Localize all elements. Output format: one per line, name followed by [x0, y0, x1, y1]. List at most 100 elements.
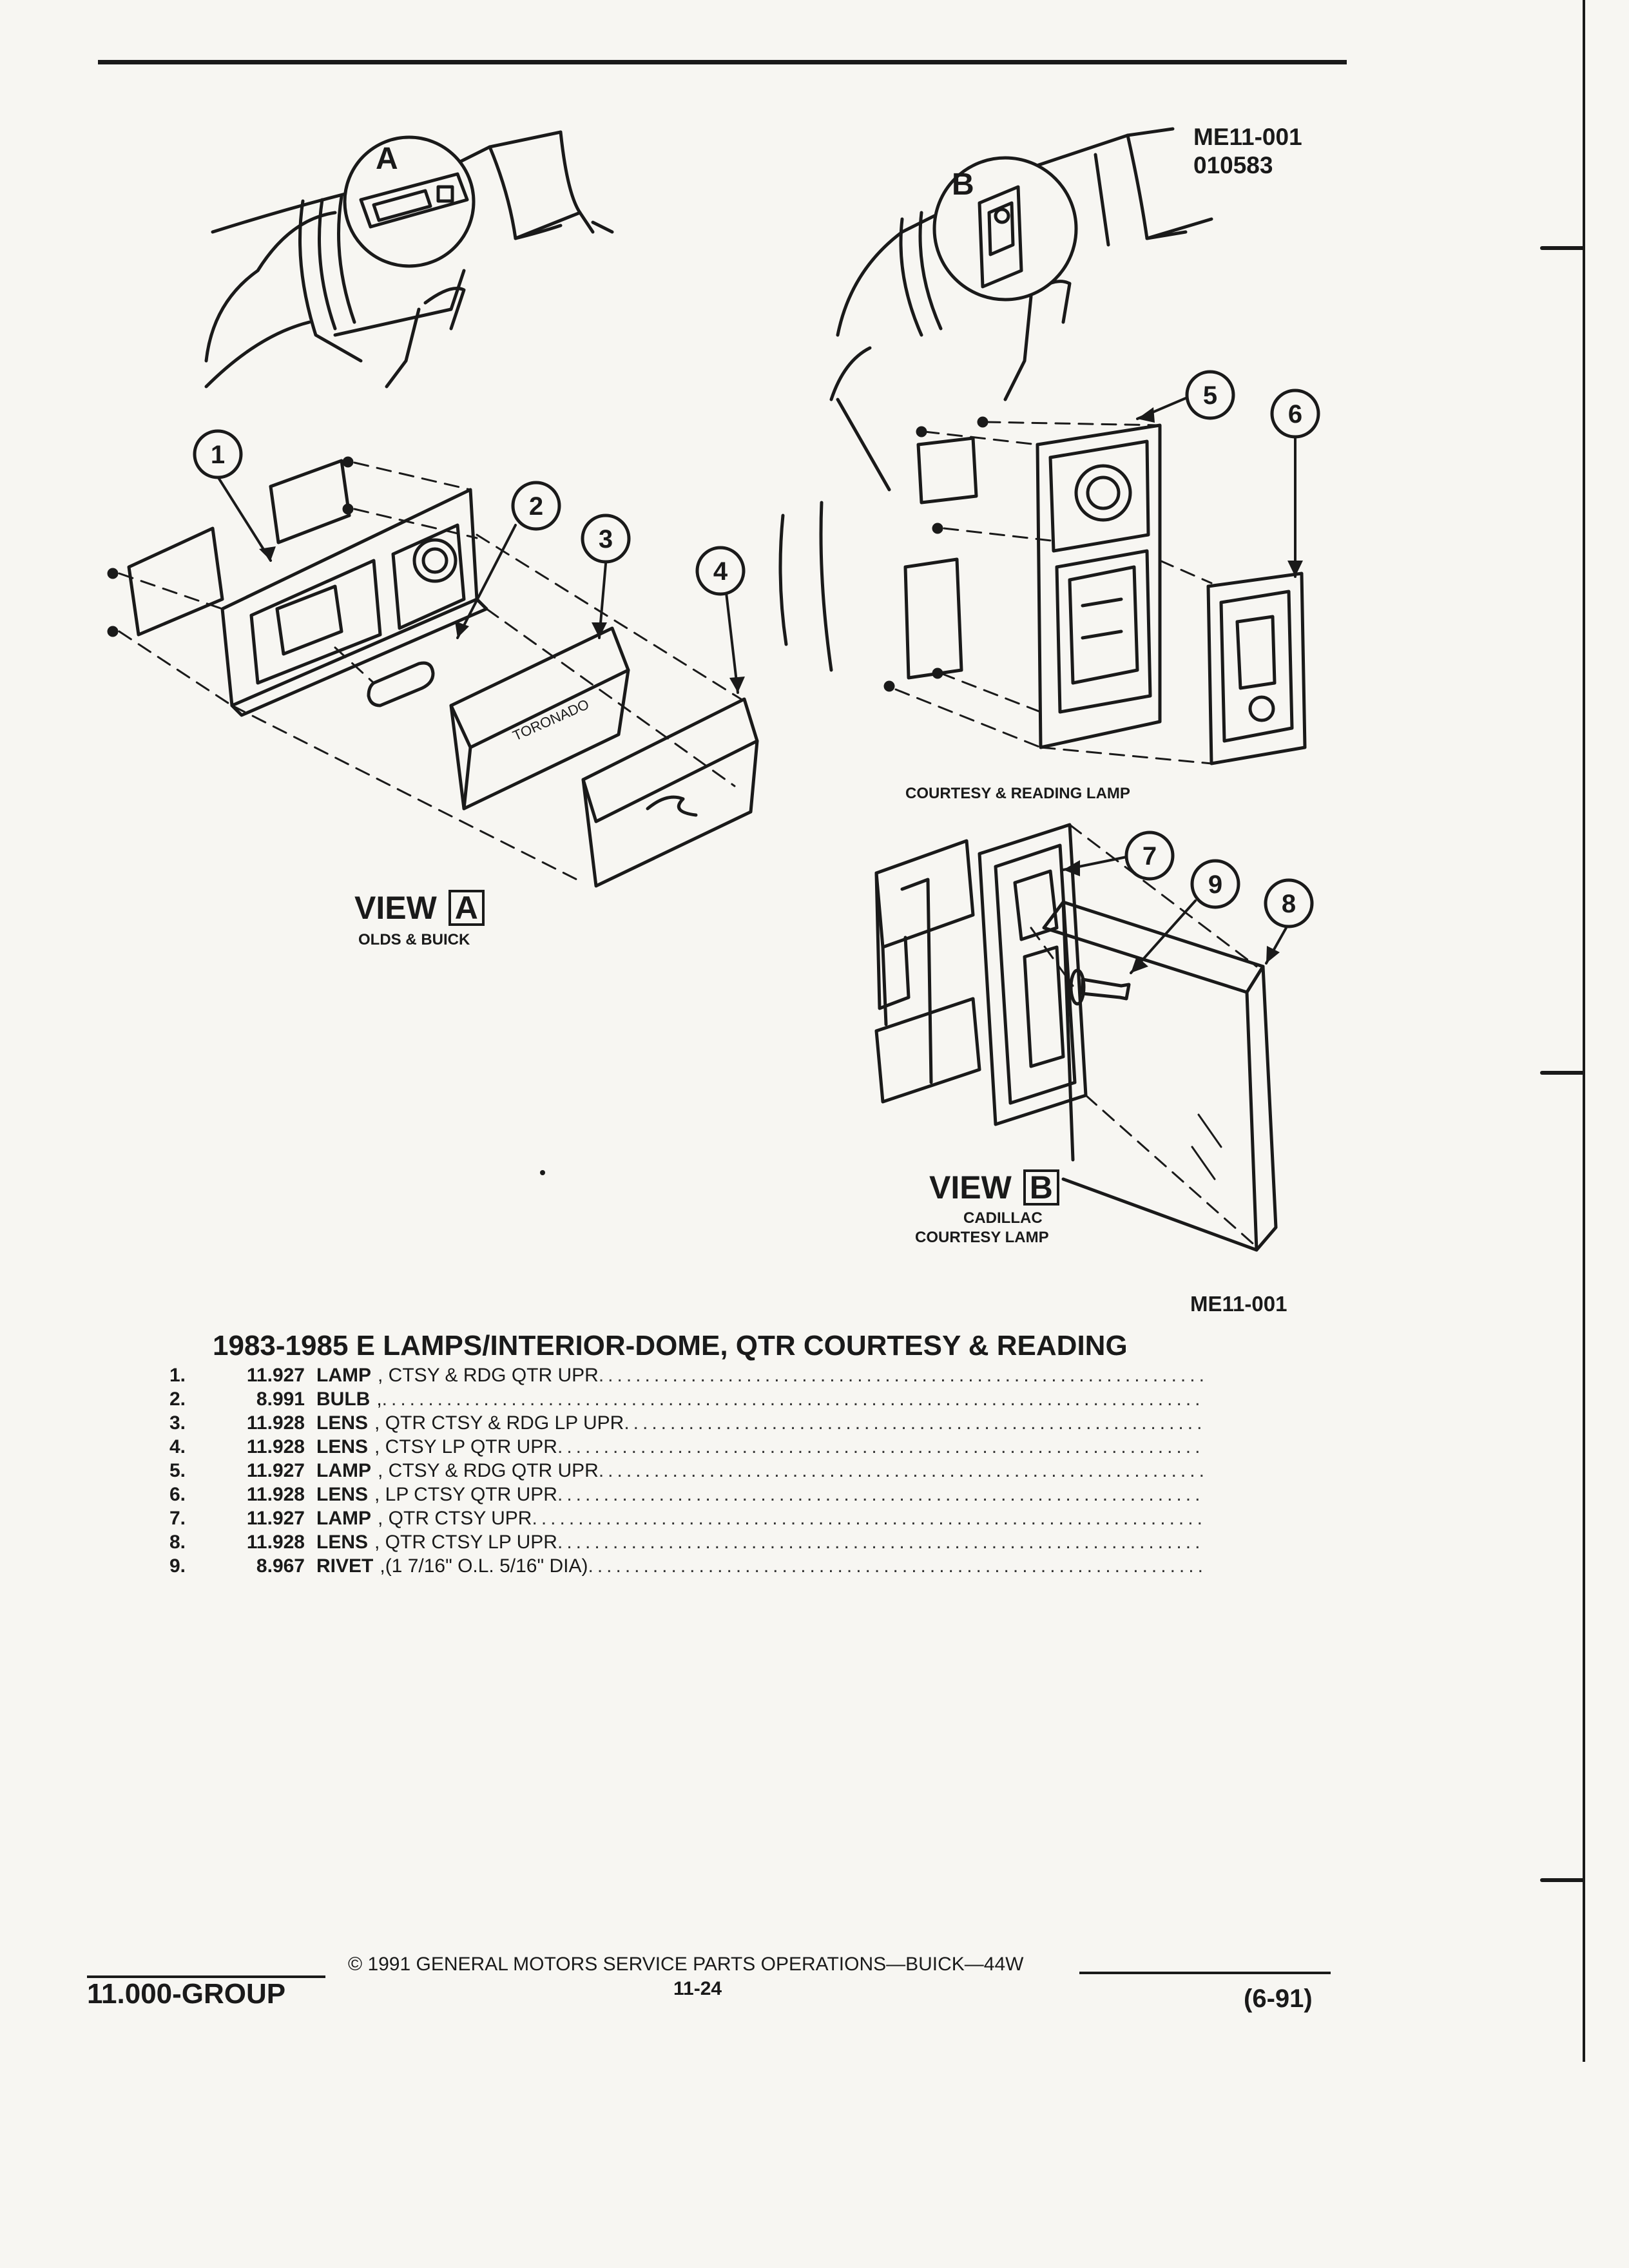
part-number: 4. — [169, 1436, 186, 1457]
part-row: 7. 11.927 LAMP , QTR CTSY UPR — [148, 1508, 1205, 1532]
binder-mark-1 — [1540, 246, 1585, 250]
part-code: 8.991 — [256, 1389, 305, 1410]
part-row: 1. 11.927 LAMP , CTSY & RDG QTR UPR — [148, 1365, 1205, 1389]
part-code: 11.928 — [246, 1484, 305, 1505]
footer-rule-right — [1079, 1972, 1331, 1974]
callout-8: 8 — [1282, 890, 1296, 918]
footer-copyright: © 1991 GENERAL MOTORS SERVICE PARTS OPER… — [348, 1954, 1024, 1975]
callout-9: 9 — [1208, 870, 1222, 899]
part-row: 6. 11.928 LENS, LP CTSY QTR UPR — [148, 1484, 1205, 1508]
exploded-parts-diagram: A — [107, 127, 1320, 1252]
view-b-letter-box: B — [1023, 1169, 1059, 1206]
leader-dots — [588, 1555, 1205, 1577]
view-a-interior-sketch — [204, 130, 614, 389]
part-description: , QTR CTSY LP UPR — [374, 1532, 557, 1553]
part-description: , CTSY & RDG QTR UPR — [378, 1365, 599, 1386]
part-code: 11.927 — [246, 1365, 305, 1386]
leader-dots — [532, 1508, 1205, 1530]
callout-numbers: 1 2 3 4 5 6 7 9 8 — [211, 381, 1302, 918]
view-b-word: VIEW — [929, 1169, 1012, 1206]
part-name: LAMP — [316, 1508, 371, 1529]
part-name: LAMP — [316, 1365, 371, 1386]
part-description: , QTR CTSY & RDG LP UPR — [374, 1412, 624, 1434]
view-b-caption-line2: COURTESY LAMP — [915, 1229, 1049, 1246]
part-description: , — [376, 1389, 382, 1410]
callout-circles — [193, 370, 1320, 928]
callout-5: 5 — [1203, 381, 1217, 410]
part-number: 8. — [169, 1532, 186, 1553]
part-number: 5. — [169, 1460, 186, 1481]
part-name: BULB — [316, 1389, 371, 1410]
leader-dots — [624, 1412, 1205, 1434]
part-row: 8. 11.928 LENS, QTR CTSY LP UPR — [148, 1532, 1205, 1555]
footer-revision: (6-91) — [1244, 1984, 1313, 2013]
part-code: 8.967 — [256, 1555, 305, 1577]
leader-dots — [599, 1365, 1205, 1387]
figure-ref-code: ME11-001 — [1193, 124, 1302, 150]
callout-7: 7 — [1142, 842, 1157, 870]
part-row: 4. 11.928 LENS, CTSY LP QTR UPR — [148, 1436, 1205, 1460]
part-description: , LP CTSY QTR UPR — [374, 1484, 557, 1505]
part-description: , CTSY LP QTR UPR — [374, 1436, 557, 1457]
courtesy-reading-lamp-exploded — [778, 416, 1307, 765]
view-a-caption: OLDS & BUICK — [358, 931, 470, 948]
lens-embossing: TORONADO — [510, 696, 592, 744]
figure-ref-below: ME11-001 — [1190, 1292, 1287, 1316]
footer-group: 11.000-GROUP — [87, 1978, 286, 2010]
part-name: LAMP — [316, 1460, 371, 1481]
part-row: 5. 11.927 LAMP , CTSY & RDG QTR UPR — [148, 1460, 1205, 1484]
part-name: LENS — [316, 1484, 369, 1505]
view-b-caption-line1: CADILLAC — [963, 1209, 1043, 1227]
part-name: LENS — [316, 1532, 369, 1553]
part-number: 6. — [169, 1484, 186, 1505]
callout-2: 2 — [529, 492, 543, 521]
part-name: LENS — [316, 1412, 369, 1434]
figure-ref-date: 010583 — [1193, 152, 1273, 178]
part-code: 11.928 — [246, 1532, 305, 1553]
inset-b-letter: B — [952, 168, 974, 202]
part-number: 7. — [169, 1508, 186, 1529]
part-description: , CTSY & RDG QTR UPR — [378, 1460, 599, 1481]
view-b-label: VIEW B — [929, 1169, 1059, 1206]
part-row: 2. 8.991 BULB, — [148, 1389, 1205, 1412]
view-a-exploded-lamp — [107, 456, 759, 888]
part-name: RIVET — [316, 1555, 374, 1577]
cadillac-courtesy-lamp-exploded — [874, 823, 1278, 1252]
callout-1: 1 — [211, 441, 225, 469]
inset-a-letter: A — [376, 142, 398, 176]
part-code: 11.927 — [246, 1508, 305, 1529]
view-a-label: VIEW A — [354, 889, 485, 927]
footer-rule-left — [87, 1975, 325, 1978]
leader-dots — [557, 1436, 1205, 1458]
callout-4: 4 — [713, 557, 728, 586]
section-title: 1983-1985 E LAMPS/INTERIOR-DOME, QTR COU… — [213, 1330, 1128, 1361]
part-description: , QTR CTSY UPR — [378, 1508, 532, 1529]
part-code: 11.928 — [246, 1412, 305, 1434]
view-a-word: VIEW — [354, 890, 437, 926]
view-a-letter-box: A — [448, 890, 485, 926]
part-code: 11.927 — [246, 1460, 305, 1481]
callout-3: 3 — [599, 525, 613, 553]
binder-mark-3 — [1540, 1878, 1585, 1882]
part-number: 9. — [169, 1555, 186, 1577]
leader-dots — [557, 1484, 1205, 1506]
leader-dots — [599, 1460, 1205, 1482]
top-rule — [98, 60, 1347, 64]
part-row: 9. 8.967 RIVET ,(1 7/16" O.L. 5/16" DIA) — [148, 1555, 1205, 1579]
page-edge-line — [1583, 0, 1585, 2062]
view-b-interior-sketch — [829, 127, 1213, 492]
part-description: ,(1 7/16" O.L. 5/16" DIA) — [380, 1555, 588, 1577]
part-code: 11.928 — [246, 1436, 305, 1457]
callout-arrowheads — [259, 407, 1303, 973]
binder-mark-2 — [1540, 1071, 1585, 1075]
callout-6: 6 — [1288, 400, 1302, 428]
footer-page: 11-24 — [673, 1978, 722, 1999]
part-number: 3. — [169, 1412, 186, 1434]
part-number: 1. — [169, 1365, 186, 1386]
part-name: LENS — [316, 1436, 369, 1457]
leader-dots — [382, 1389, 1205, 1410]
part-row: 3. 11.928 LENS, QTR CTSY & RDG LP UPR — [148, 1412, 1205, 1436]
part-number: 2. — [169, 1389, 186, 1410]
courtesy-reading-caption: COURTESY & READING LAMP — [905, 785, 1130, 802]
